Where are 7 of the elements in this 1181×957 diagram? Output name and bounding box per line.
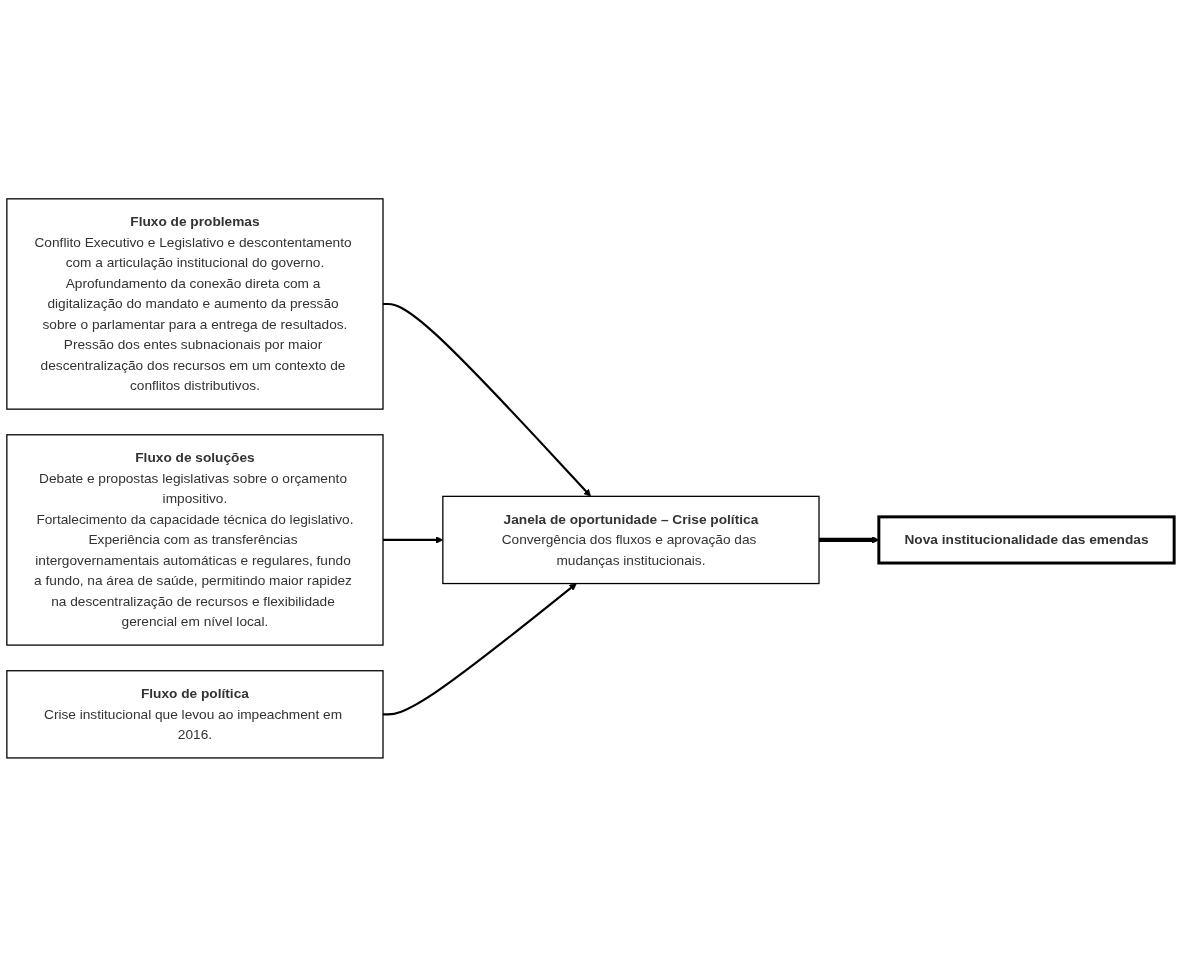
arrow [383, 303, 591, 497]
node-box: Fluxo de política Crise institucional que levou ao impeachment em 2016. [6, 670, 384, 759]
node-box: Nova institucionalidade das emendas [877, 515, 1176, 565]
node-box: Janela de oportunidade – Crise política Convergência dos fluxos e aprovação das mudanças institucionais. [442, 495, 820, 585]
node-box: Fluxo de problemas Conflito Executivo e Legislativo e descontentamento com a articulação institucional do governo. Aprofundamento da conexão direta com a digitalização do mandato e aumento da pressão sobre o parlamentar para a entrega de resultados. Pressão dos entes subnacionais por maior descentralização dos recursos em um contexto de conflitos distributivos. [6, 198, 384, 410]
node-box: Fluxo de soluções Debate e propostas legislativas sobre o orçamento impositivo. Fortalecimento da capacidade técnica do legislativo. Experiência com as transferências intergovernamentais automáticas e regulares, fundo a fundo, na área de saúde, permitindo maior rapidez na descentralização de recursos e flexibilidade gerencial em nível local. [6, 434, 384, 646]
arrow [383, 583, 577, 716]
